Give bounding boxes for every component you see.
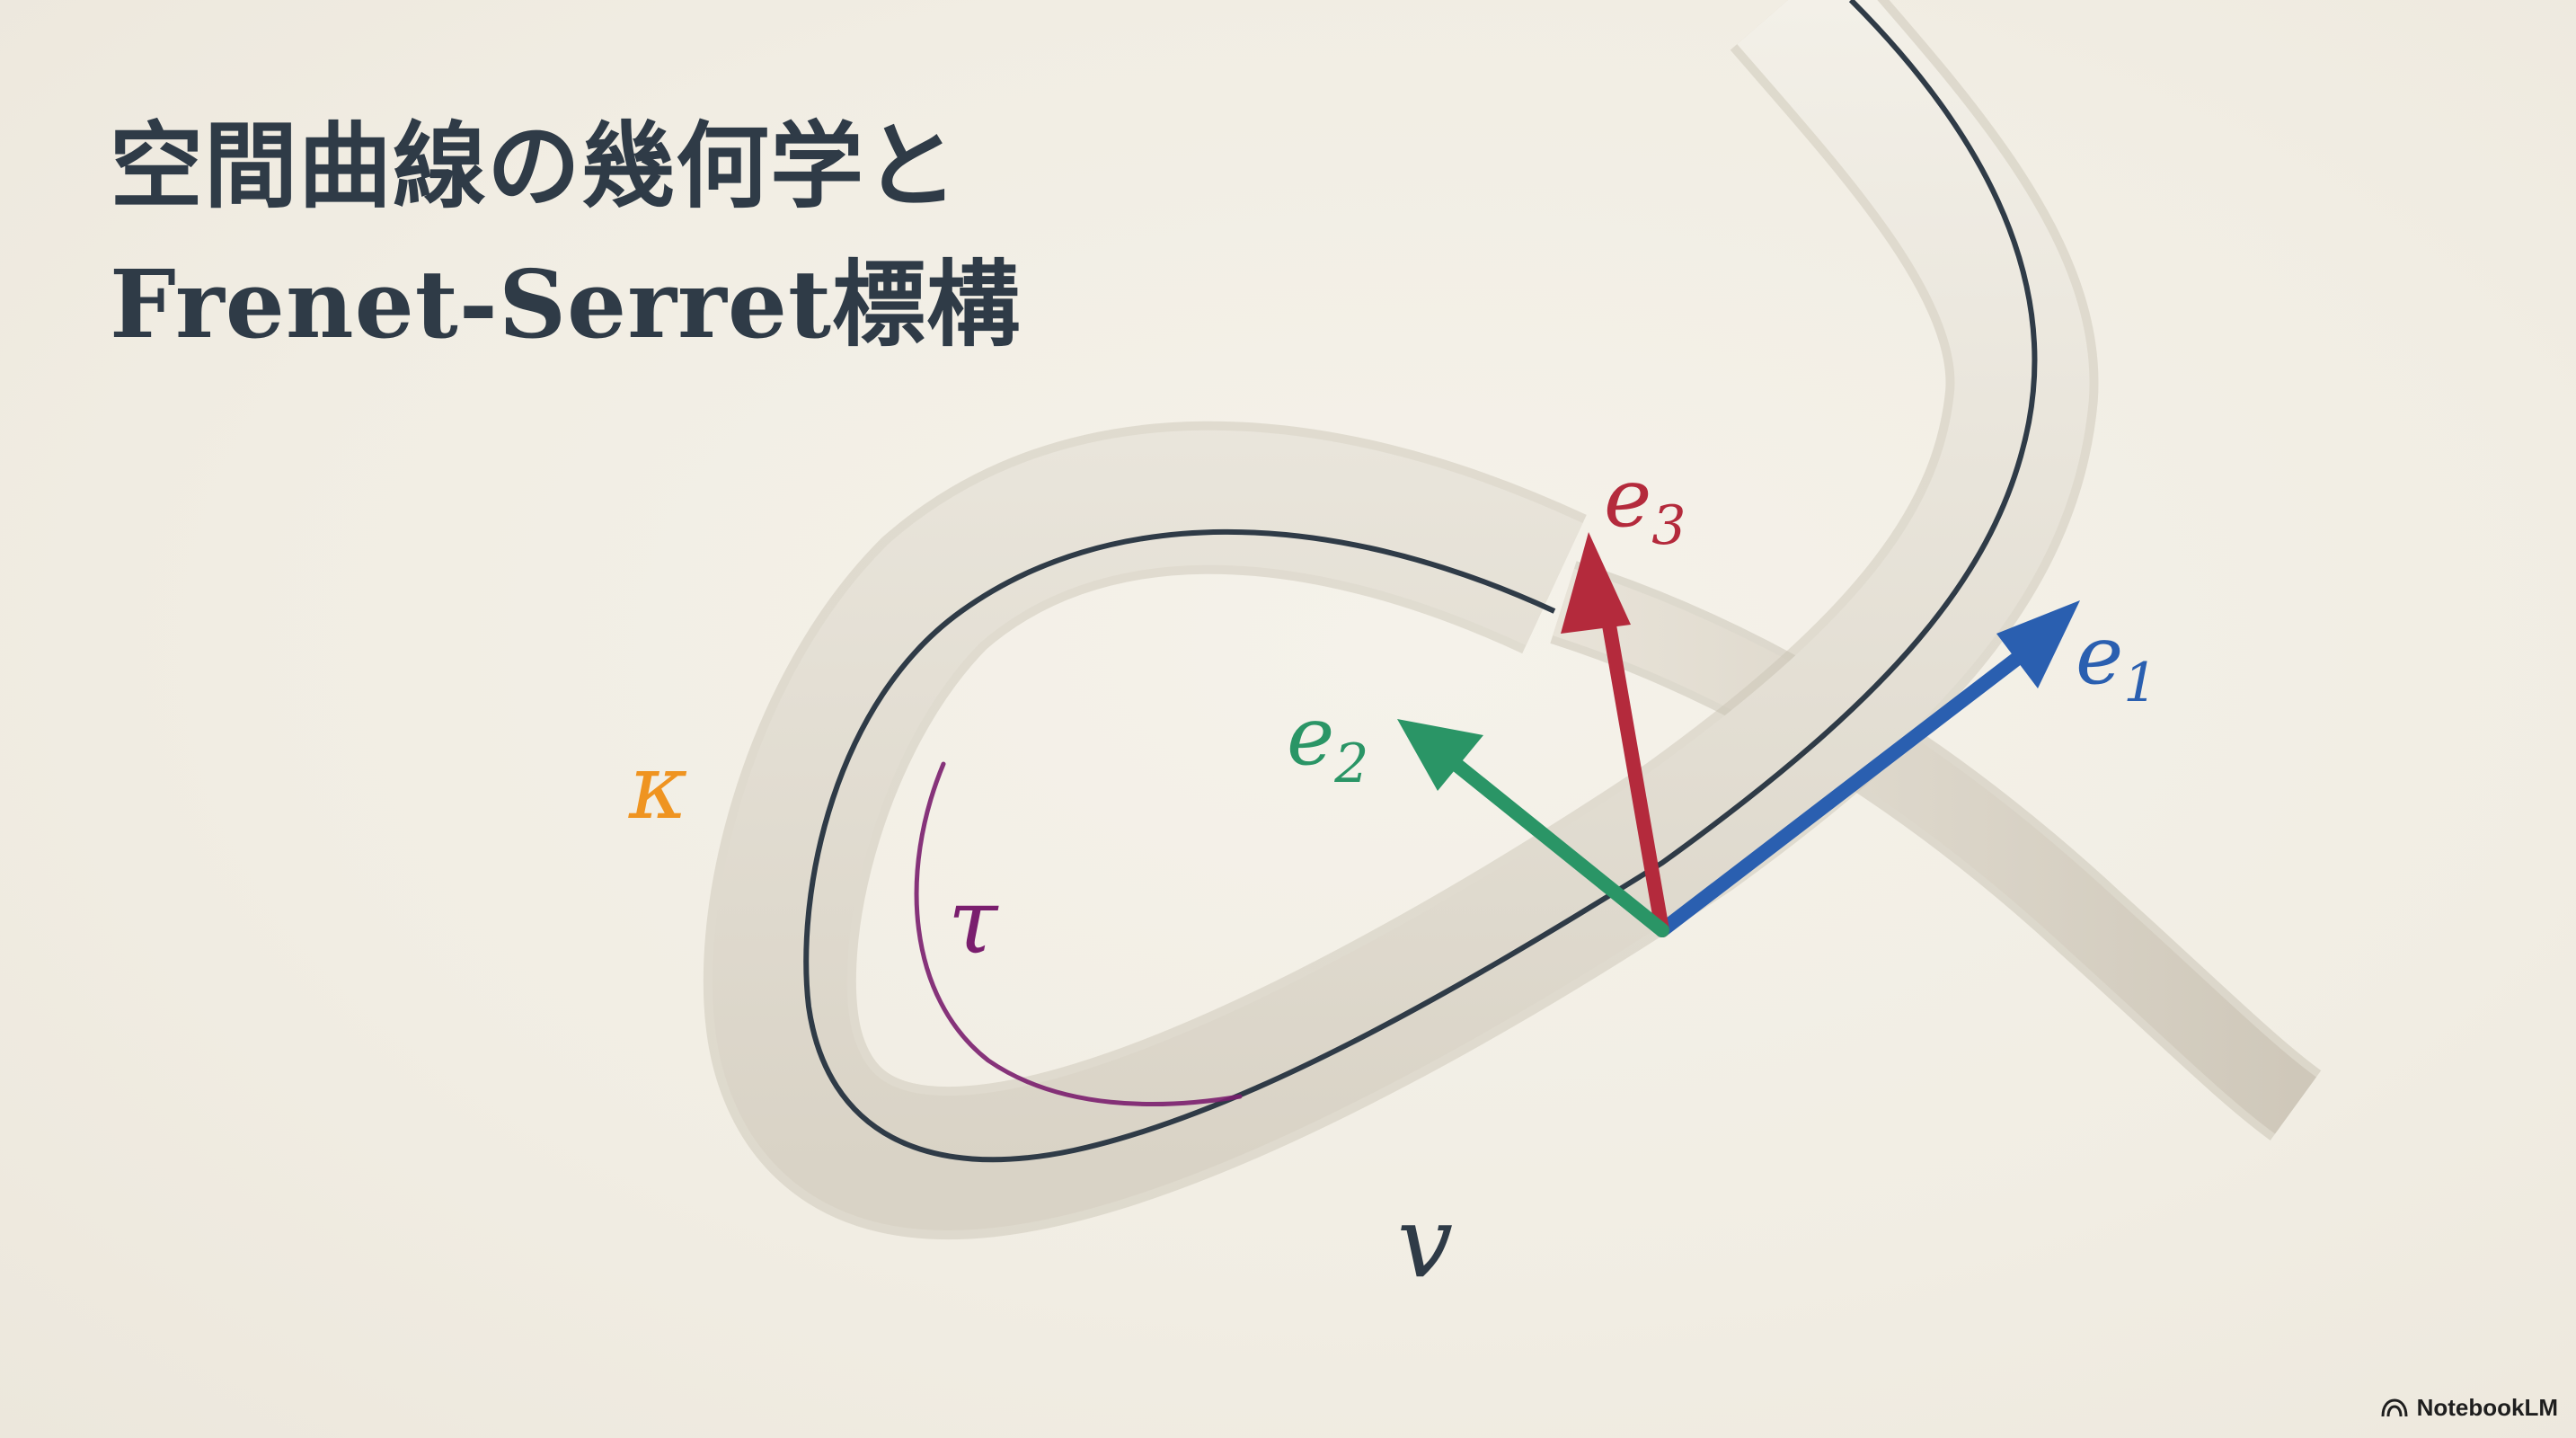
notebooklm-logo-icon	[2381, 1398, 2408, 1416]
e1-label: e1	[2076, 608, 2157, 715]
ribbon-main-band	[703, 0, 2099, 1240]
ribbon-back-segment	[1550, 561, 2322, 1141]
v-label: v	[1397, 1185, 1453, 1300]
brand-watermark: NotebookLM	[2381, 1394, 2558, 1422]
e1-arrow	[1655, 600, 2080, 937]
brand-name: NotebookLM	[2416, 1394, 2558, 1421]
title-line-1: 空間曲線の幾何学と	[110, 111, 960, 221]
kappa-label: κ	[628, 734, 688, 839]
title-line-2: Frenet-Serret標構	[110, 249, 1022, 360]
e2-label: e2	[1287, 689, 1368, 795]
e3-label: e3	[1604, 451, 1686, 557]
e3-arrow	[1561, 532, 1669, 937]
slide-title: 空間曲線の幾何学と Frenet-Serret標構	[110, 97, 1021, 374]
e2-arrow	[1397, 719, 1669, 937]
tau-label: τ	[948, 869, 999, 974]
torsion-arc	[914, 761, 1243, 1107]
space-curve	[803, 0, 2038, 1163]
